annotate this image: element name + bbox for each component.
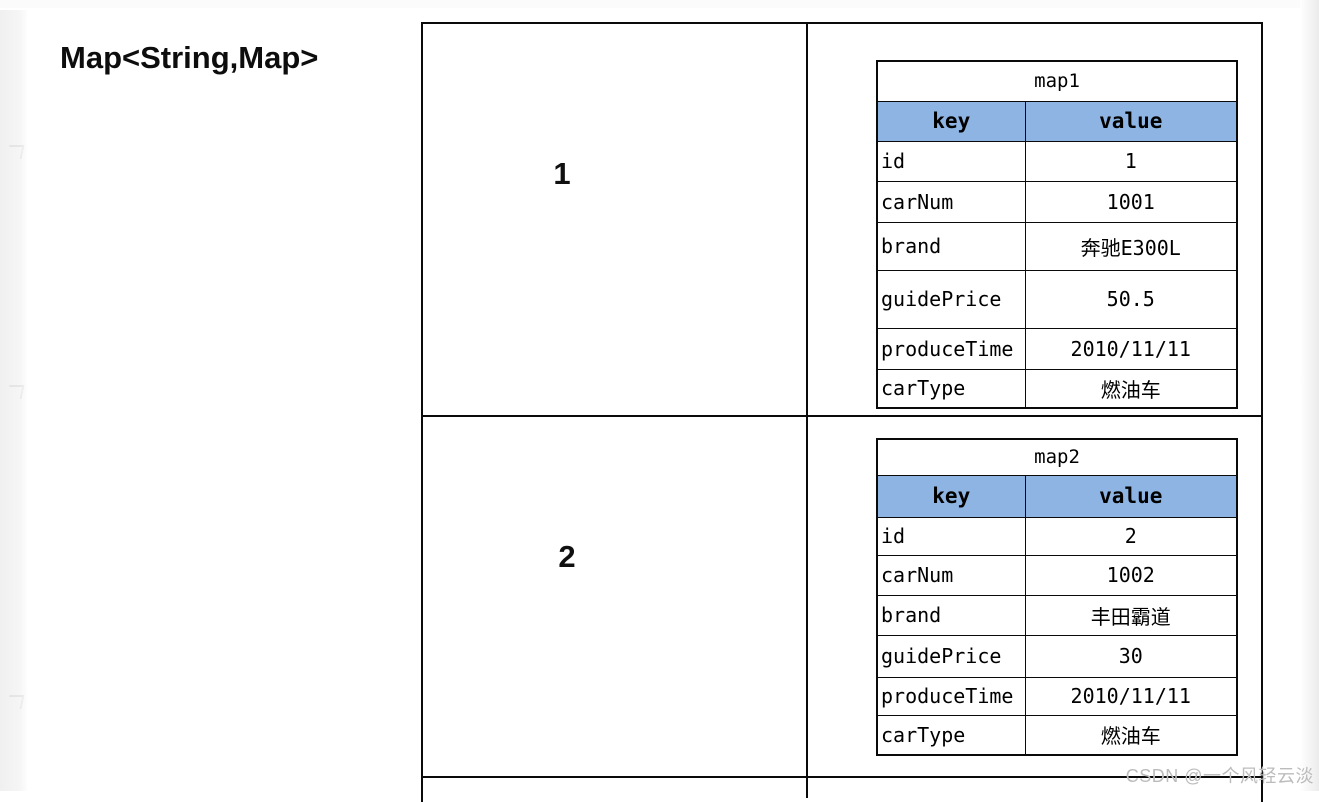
entry-key: brand <box>876 594 1026 636</box>
entry-value: 燃油车 <box>1024 368 1238 409</box>
entry-value: 50.5 <box>1024 269 1238 329</box>
page-title: Map<String,Map> <box>60 40 319 75</box>
outer-value-cell-2: map2 key value id 2 carNum 1002 brand 丰田… <box>808 417 1261 776</box>
entry-value: 30 <box>1024 634 1238 678</box>
outer-row-3 <box>423 778 1261 798</box>
entry-value: 1002 <box>1024 554 1238 596</box>
entry-value: 1 <box>1024 140 1238 182</box>
table-row: id 2 <box>876 516 1238 556</box>
csdn-watermark: CSDN @一个风轻云淡 <box>1125 766 1314 786</box>
page-left-gutter <box>0 10 27 791</box>
table-row: id 1 <box>876 140 1238 182</box>
table-row: brand 奔驰E300L <box>876 221 1238 271</box>
outer-map-table: 1 map1 key value id 1 carNum 1001 <box>421 22 1263 802</box>
map2-title-row: map2 <box>876 438 1238 476</box>
entry-value: 2 <box>1024 516 1238 556</box>
table-row: guidePrice 30 <box>876 634 1238 678</box>
outer-row-1: 1 map1 key value id 1 carNum 1001 <box>423 24 1261 417</box>
value-column-header: value <box>1024 100 1238 142</box>
entry-key: id <box>876 516 1026 556</box>
entry-value: 2010/11/11 <box>1024 676 1238 716</box>
entry-value: 奔驰E300L <box>1024 221 1238 271</box>
row-index-label: 1 <box>553 156 571 191</box>
watermark-fragment <box>6 695 25 709</box>
entry-value: 2010/11/11 <box>1024 327 1238 370</box>
table-row: carNum 1002 <box>876 554 1238 596</box>
entry-key: guidePrice <box>876 634 1026 678</box>
table-row: carType 燃油车 <box>876 714 1238 756</box>
map-name-label: map2 <box>876 438 1238 476</box>
entry-value: 丰田霸道 <box>1024 594 1238 636</box>
table-row: guidePrice 50.5 <box>876 269 1238 329</box>
outer-key-cell-1: 1 <box>423 24 808 415</box>
watermark-fragment <box>6 385 25 399</box>
entry-key: guidePrice <box>876 269 1026 329</box>
table-row: produceTime 2010/11/11 <box>876 676 1238 716</box>
entry-key: produceTime <box>876 327 1026 370</box>
table-row: brand 丰田霸道 <box>876 594 1238 636</box>
map2-header-row: key value <box>876 474 1238 518</box>
entry-key: produceTime <box>876 676 1026 716</box>
key-column-header: key <box>876 474 1026 518</box>
outer-value-cell-1: map1 key value id 1 carNum 1001 brand 奔驰… <box>808 24 1261 415</box>
entry-value: 1001 <box>1024 180 1238 223</box>
entry-key: carType <box>876 368 1026 409</box>
entry-key: carNum <box>876 554 1026 596</box>
map1-header-row: key value <box>876 100 1238 142</box>
map1-table: map1 key value id 1 carNum 1001 brand 奔驰… <box>876 60 1239 409</box>
entry-key: brand <box>876 221 1026 271</box>
map1-title-row: map1 <box>876 60 1238 102</box>
row-index-label: 2 <box>558 539 576 574</box>
table-row: carNum 1001 <box>876 180 1238 223</box>
table-row: carType 燃油车 <box>876 368 1238 409</box>
outer-key-cell-3 <box>423 778 808 798</box>
page-top-gutter <box>0 0 1319 8</box>
key-column-header: key <box>876 100 1026 142</box>
value-column-header: value <box>1024 474 1238 518</box>
outer-key-cell-2: 2 <box>423 417 808 776</box>
map-name-label: map1 <box>876 60 1238 102</box>
entry-value: 燃油车 <box>1024 714 1238 756</box>
outer-row-2: 2 map2 key value id 2 carNum 1002 <box>423 417 1261 778</box>
watermark-fragment <box>6 145 25 159</box>
page-right-gutter <box>1300 0 1319 791</box>
table-row: produceTime 2010/11/11 <box>876 327 1238 370</box>
map2-table: map2 key value id 2 carNum 1002 brand 丰田… <box>876 438 1239 756</box>
entry-key: carType <box>876 714 1026 756</box>
entry-key: carNum <box>876 180 1026 223</box>
entry-key: id <box>876 140 1026 182</box>
